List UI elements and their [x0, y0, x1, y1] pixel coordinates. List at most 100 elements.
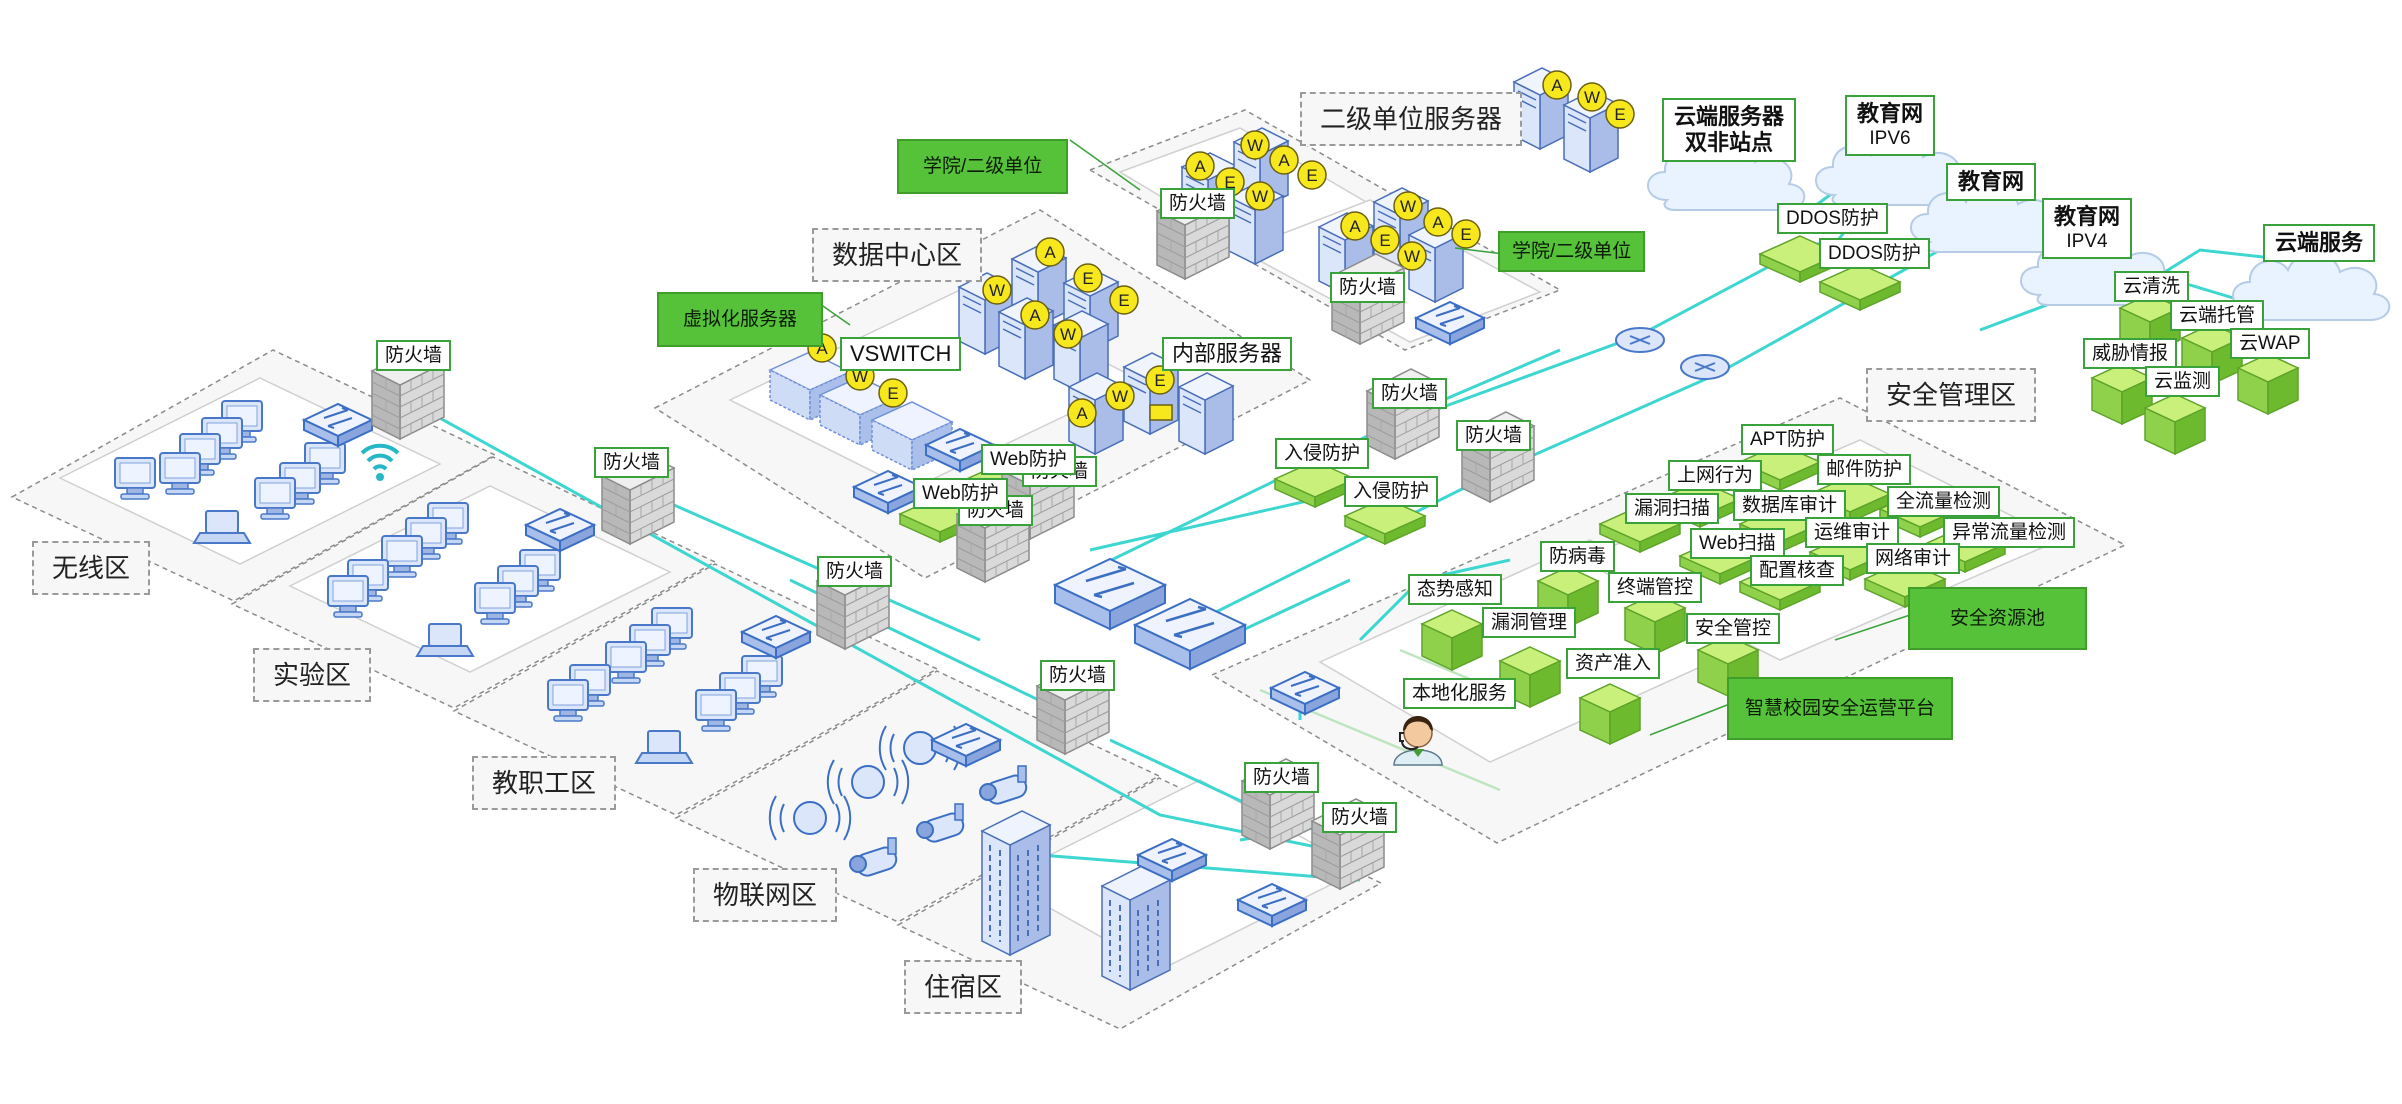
security-cube-icon [1421, 609, 1483, 671]
security-cube-icon [1624, 593, 1686, 655]
cloud-servers-subtitle: 双非站点 [1685, 130, 1774, 155]
firewall-label: 防火墙 [1372, 378, 1448, 409]
server-badge-letter: A [1076, 404, 1088, 423]
ddos-label: DDOS防护 [1777, 203, 1888, 234]
web-scan-label: Web扫描 [1690, 528, 1785, 559]
server-badge-letter: W [1112, 387, 1128, 406]
db-audit-label: 数据库审计 [1733, 490, 1847, 521]
full-flow-label: 全流量检测 [1887, 486, 2001, 517]
server-badge-letter: W [1584, 88, 1600, 107]
server-badge-letter: E [1614, 105, 1625, 124]
endpoint-control-label: 终端管控 [1608, 572, 1703, 603]
operator-icon [1393, 716, 1443, 766]
server-badge-letter: W [1404, 247, 1420, 266]
server-badge-letter: A [1194, 157, 1206, 176]
security-pool-box: 安全资源池 [1908, 587, 2088, 650]
server-badge-letter: E [1118, 291, 1129, 310]
edu-ipv4-label: 教育网 IPV4 [2042, 198, 2133, 259]
server-badge-letter: A [1278, 151, 1290, 170]
internal-servers-label: 内部服务器 [1162, 337, 1293, 371]
virtualization-server-box: 虚拟化服务器 [657, 292, 824, 347]
server-badge-letter: A [1029, 306, 1041, 325]
server-badge-letter: E [887, 384, 898, 403]
mail-protection-label: 邮件防护 [1817, 454, 1912, 485]
wifi-icon [360, 443, 400, 481]
local-service-label: 本地化服务 [1403, 678, 1517, 709]
ops-audit-label: 运维审计 [1805, 517, 1900, 548]
dorm-devices [980, 758, 1385, 992]
zone-label-secondary-servers: 二级单位服务器 [1300, 92, 1523, 146]
firewall-label: 防火墙 [1244, 762, 1320, 793]
edu-ipv6-title: 教育网 [1857, 101, 1924, 126]
zone-label-wireless: 无线区 [32, 541, 151, 595]
zone-label-dorm: 住宿区 [904, 960, 1023, 1014]
zone-label-iot: 物联网区 [693, 868, 838, 922]
cloud-servers-title: 云端服务器 [1674, 104, 1785, 129]
cloud-hosting-label: 云端托管 [2170, 300, 2265, 331]
security-management-devices [1393, 443, 2006, 766]
security-control-label: 安全管控 [1686, 613, 1781, 644]
vswitch-label: VSWITCH [840, 337, 962, 371]
router-icon [1680, 354, 1730, 380]
firewall-label: 防火墙 [817, 556, 893, 587]
server-badge-letter: E [1154, 371, 1165, 390]
cloud-service-label: 云端服务 [2263, 224, 2376, 262]
firewall-label: 防火墙 [1456, 420, 1532, 451]
server-badge-letter: W [1252, 187, 1268, 206]
server-badge-letter: A [1044, 243, 1056, 262]
anomaly-flow-label: 异常流量检测 [1943, 517, 2076, 548]
edu-ipv6-subtitle: IPV6 [1869, 128, 1911, 149]
server-icon [1178, 372, 1234, 455]
server-badge-letter: A [1349, 217, 1361, 236]
router-icon [1615, 327, 1665, 353]
server-badge-letter: W [852, 367, 868, 386]
ids-label: 入侵防护 [1275, 438, 1370, 469]
ddos-label: DDOS防护 [1819, 238, 1930, 269]
situation-awareness-label: 态势感知 [1408, 574, 1503, 605]
ids-label: 入侵防护 [1344, 476, 1439, 507]
firewall-label: 防火墙 [1330, 272, 1406, 303]
threat-intel-label: 威胁情报 [2083, 338, 2178, 369]
soc-platform-box: 智慧校园安全运营平台 [1727, 677, 1954, 740]
wireless-devices [114, 348, 445, 544]
edu-label: 教育网 [1946, 163, 2037, 201]
net-audit-label: 网络审计 [1866, 543, 1961, 574]
vuln-scan-label: 漏洞扫描 [1625, 493, 1720, 524]
zone-label-datacenter: 数据中心区 [812, 228, 983, 282]
server-badge-letter: E [1306, 166, 1317, 185]
server-badge-letter: W [1060, 325, 1076, 344]
firewall-label: 防火墙 [1322, 802, 1398, 833]
security-cube-icon [2144, 393, 2206, 455]
firewall-label: 防火墙 [376, 340, 452, 371]
zone-label-lab: 实验区 [253, 648, 372, 702]
cloud-servers-label: 云端服务器 双非站点 [1662, 98, 1797, 162]
firewall-label: 防火墙 [594, 447, 670, 478]
server-badge-letter: E [1082, 269, 1093, 288]
online-behavior-label: 上网行为 [1668, 460, 1763, 491]
server-badge-letter: W [989, 281, 1005, 300]
cloud-monitor-label: 云监测 [2145, 366, 2221, 397]
zone-label-staff: 教职工区 [472, 756, 617, 810]
building-icon [1100, 865, 1172, 992]
firewall-label: 防火墙 [1040, 660, 1116, 691]
security-cube-icon [1819, 263, 1901, 311]
edu-ipv4-subtitle: IPV4 [2066, 231, 2108, 252]
cloud-clean-label: 云清洗 [2114, 271, 2190, 302]
datacenter-devices [768, 237, 1234, 583]
firewall-label: 防火墙 [1160, 188, 1236, 219]
web-protection-label: Web防护 [913, 478, 1008, 509]
server-badge-letter: W [1400, 197, 1416, 216]
building-icon [980, 810, 1052, 957]
security-cube-icon [2237, 353, 2299, 415]
college-unit-box: 学院/二级单位 [1498, 231, 1646, 272]
edu-ipv4-title: 教育网 [2054, 204, 2121, 229]
edu-ipv6-label: 教育网 IPV6 [1845, 95, 1936, 156]
server-badge-letter: E [1224, 173, 1235, 192]
zone-label-security-mgmt: 安全管理区 [1866, 368, 2037, 422]
cloud-waf-label: 云WAP [2230, 328, 2310, 359]
config-check-label: 配置核查 [1750, 555, 1845, 586]
college-unit-box: 学院/二级单位 [897, 139, 1069, 194]
antivirus-label: 防病毒 [1540, 541, 1616, 572]
apt-protection-label: APT防护 [1741, 424, 1834, 455]
